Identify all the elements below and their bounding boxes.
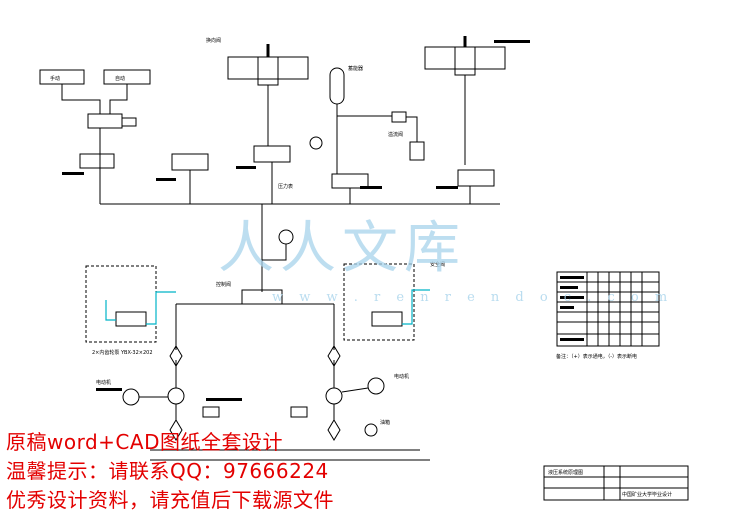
state-table <box>556 271 660 347</box>
label-valve-a: 换向阀 <box>206 37 221 44</box>
label-tank: 油箱 <box>380 419 390 426</box>
promo-line-3: 优秀设计资料，请充值后下载源文件 <box>6 488 334 512</box>
label-accumulator: 蓄能器 <box>348 65 363 72</box>
cylinder-right <box>424 36 506 165</box>
label-spec-left: 2×内齿轮泵 YBX-32×202 <box>92 349 153 356</box>
relief-valve-right <box>409 141 425 161</box>
cyan-line-right <box>402 289 430 325</box>
watermark-brand: 人人文库 <box>218 216 466 281</box>
label-control: 控制阀 <box>216 281 231 288</box>
valve-left-2 <box>79 153 115 169</box>
cylinder-left <box>227 44 309 140</box>
pump-right <box>325 387 343 405</box>
label-title-b: 中国矿业大学毕业设计 <box>622 491 672 498</box>
manual-box <box>39 69 85 85</box>
marker-bar <box>494 40 530 43</box>
label-box-left: 手动 <box>50 75 60 82</box>
label-table-note: 备注：（+）表示通电，（-）表示断电 <box>556 353 637 360</box>
valve-mid-1 <box>171 153 209 171</box>
motor-right <box>367 377 385 395</box>
valve-right-bottom <box>457 169 495 187</box>
motor-left <box>122 388 140 406</box>
auto-box <box>103 69 151 85</box>
promo-line-2: 温馨提示：请联系QQ：97666224 <box>6 459 329 483</box>
check-valve-right <box>391 111 407 123</box>
label-safety: 安全阀 <box>430 261 445 268</box>
label-motor-left: 电动机 <box>96 379 111 386</box>
valve-mid-3 <box>331 173 369 189</box>
cyan-line-left <box>146 291 176 325</box>
pressure-gauge-top <box>309 136 323 150</box>
pump-left <box>167 387 185 405</box>
label-relief: 溢流阀 <box>388 131 403 138</box>
label-motor-right: 电动机 <box>394 373 409 380</box>
valve-mid-2 <box>253 145 291 163</box>
pump-unit-right <box>343 263 415 341</box>
label-pressure: 压力表 <box>278 183 293 190</box>
accumulator <box>329 67 345 174</box>
promo-line-1: 原稿word+CAD图纸全套设计 <box>6 430 283 454</box>
label-title-a: 液压系统原理图 <box>548 469 583 476</box>
pump-unit-left <box>85 265 157 343</box>
label-box-right: 自动 <box>115 75 125 82</box>
control-valve-top-left <box>87 113 123 129</box>
title-block <box>543 465 689 501</box>
control-valve-center <box>241 289 283 305</box>
watermark-url: w w w . r e n r e n d o c . c o m <box>272 290 674 305</box>
